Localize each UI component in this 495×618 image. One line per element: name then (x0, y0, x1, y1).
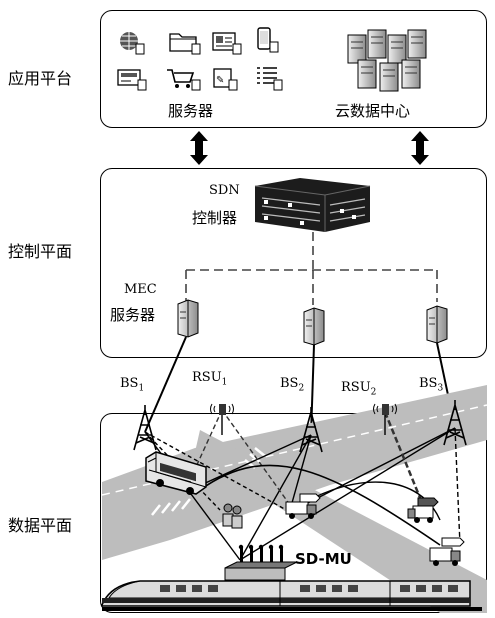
train-icon (101, 580, 482, 611)
data-center-icon (347, 29, 427, 92)
id-card-icon (212, 32, 242, 55)
mec-label: MEC (124, 282, 157, 297)
control-plane-label: 控制平面 (8, 242, 73, 261)
mec-server-1-icon (177, 299, 199, 338)
truck-2-icon (407, 497, 439, 523)
folder-icon (169, 33, 201, 55)
control-plane-panel (100, 168, 487, 358)
globe-icon (120, 32, 145, 55)
truck-1-icon (285, 493, 321, 519)
rsu2-label: RSU2 (341, 380, 377, 398)
tools-document-icon: ✎ (213, 68, 238, 91)
data-center-label: 云数据中心 (335, 102, 411, 120)
truck-3-icon (429, 537, 465, 566)
bs2-label: BS2 (280, 376, 305, 394)
svg-text:✎: ✎ (216, 75, 224, 86)
mec-server-3-icon (426, 305, 448, 344)
sd-mu-device-icon (224, 544, 298, 581)
bs3-label: BS3 (419, 376, 444, 394)
sdn-mec-links (185, 232, 438, 305)
bus-icon (145, 451, 207, 495)
bs1-label: BS1 (120, 376, 145, 394)
rsu2-antenna-icon (373, 403, 397, 435)
data-plane-label: 数据平面 (8, 516, 73, 535)
rsu1-label: RSU1 (192, 370, 228, 388)
sdn-controller-label: 控制器 (192, 209, 238, 227)
server-controller-arrow (190, 131, 208, 165)
application-server-icons: ✎ (117, 27, 283, 91)
mec-server-label: 服务器 (110, 306, 156, 324)
sd-mu-label: SD-MU (295, 550, 352, 568)
road-bands (101, 385, 488, 613)
bs3-tower-icon (443, 400, 467, 446)
mec-server-2-icon (303, 307, 325, 346)
pedestrians-icon (222, 503, 243, 529)
rsu1-antenna-icon (210, 403, 234, 435)
datacenter-controller-arrow (411, 131, 429, 165)
bs1-tower-icon (133, 405, 157, 451)
list-icon (257, 67, 283, 91)
application-platform-label: 应用平台 (8, 69, 73, 88)
shopping-cart-icon (167, 69, 201, 91)
server-label: 服务器 (168, 102, 214, 120)
smartphone-icon (257, 27, 279, 53)
sdn-controller-rack-icon (254, 178, 371, 232)
sdn-label: SDN (209, 183, 240, 198)
payment-card-icon (117, 69, 147, 91)
bs2-tower-icon (299, 407, 323, 453)
